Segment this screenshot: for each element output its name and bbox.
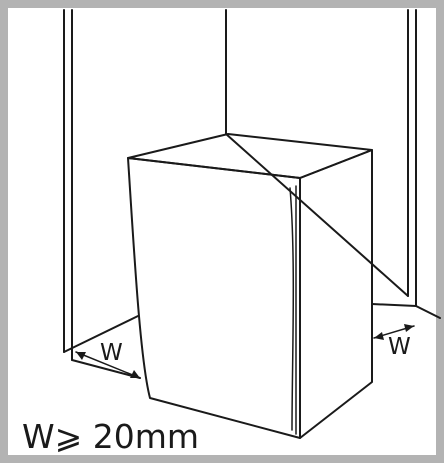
arrowhead-icon [404, 324, 414, 332]
left-gap-label: W [100, 340, 123, 366]
left-clearance-dimension [75, 351, 141, 379]
right-clearance-dimension [373, 324, 415, 340]
arrowhead-icon [130, 370, 140, 378]
clearance-caption: W⩾ 20mm [22, 417, 199, 456]
arrowhead-icon [76, 352, 86, 360]
appliance-cabinet [127, 133, 373, 439]
alcove-walls [63, 9, 441, 379]
arrowhead-icon [374, 332, 384, 340]
right-gap-label: W [388, 334, 411, 360]
